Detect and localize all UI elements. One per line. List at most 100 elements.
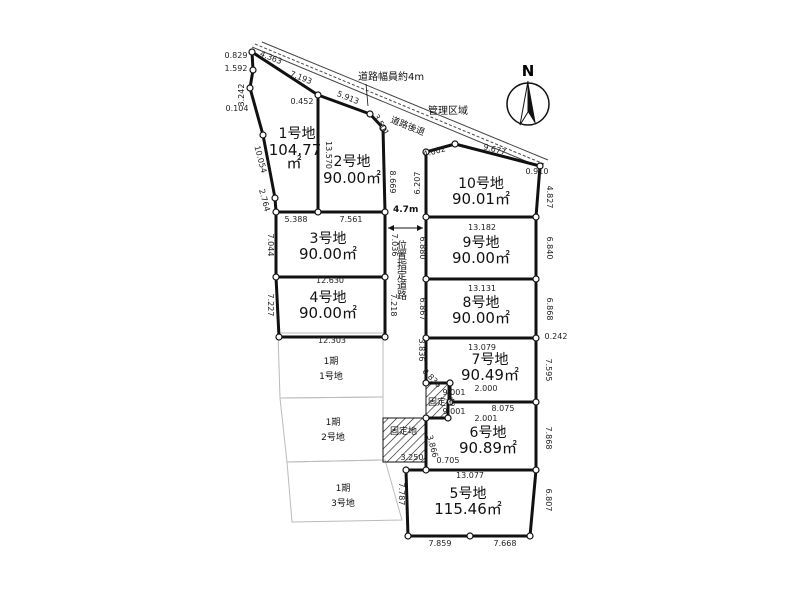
dim-3242: 3.242 <box>237 84 246 107</box>
dim-0452: 0.452 <box>291 97 314 106</box>
road-width-note: 道路幅員約4m <box>358 70 424 83</box>
dim-4002: 4.002 <box>422 144 446 159</box>
dim-3836: 3.836 <box>417 339 426 362</box>
lot-7-number: 7号地 <box>472 352 509 368</box>
management-area-label: 管理区域 <box>428 104 468 117</box>
phase1-lot-1-number: 1号地 <box>319 370 343 382</box>
phase1-lot-2-outline <box>279 396 384 463</box>
lot-2-number: 2号地 <box>334 154 371 170</box>
corner-marker <box>275 333 283 341</box>
corner-marker <box>402 466 410 474</box>
lot-6-number: 6号地 <box>470 425 507 441</box>
corner-marker <box>379 124 387 132</box>
dim-13131: 13.131 <box>468 284 496 293</box>
lot-1-area: 104.77 <box>269 141 322 159</box>
dim-7859: 7.859 <box>429 539 452 548</box>
corner-marker <box>381 273 389 281</box>
dim-7044: 7.044 <box>266 234 275 257</box>
corner-marker <box>422 379 430 387</box>
dim-7036: 7.036 <box>390 234 399 257</box>
private-road-width-arrow <box>388 225 423 231</box>
corner-marker <box>536 162 544 170</box>
phase1-lot-3-number: 3号地 <box>331 497 355 509</box>
dim-1592: 1.592 <box>225 64 248 73</box>
corner-marker <box>272 208 280 216</box>
dim-0705: 0.705 <box>437 456 460 465</box>
corner-marker <box>451 140 459 148</box>
dim-6868: 6.868 <box>545 298 554 321</box>
corner-marker <box>271 194 279 202</box>
dim-9001a: 9.001 <box>443 388 466 397</box>
dim-7668: 7.668 <box>494 539 517 548</box>
corner-marker <box>259 131 267 139</box>
lot-2-area: 90.00㎡ <box>323 169 381 187</box>
corner-marker <box>532 334 540 342</box>
dim-2764: 2.764 <box>257 188 272 212</box>
dim-4827: 4.827 <box>545 186 554 209</box>
dim-8669: 8.669 <box>388 171 397 194</box>
corner-marker <box>526 532 534 540</box>
dim-3250: 3.250 <box>401 453 424 462</box>
corner-marker <box>532 466 540 474</box>
lot-8-area: 90.00㎡ <box>452 309 510 327</box>
dim-12303: 12.303 <box>318 336 346 345</box>
north-compass: N <box>506 62 550 126</box>
corner-marker <box>381 333 389 341</box>
dim-13077: 13.077 <box>456 471 484 480</box>
road-band <box>251 41 549 168</box>
lot-1-unit: ㎡ <box>286 154 301 172</box>
dim-2000: 2.000 <box>475 384 498 393</box>
corner-marker <box>466 532 474 540</box>
dim-12630: 12.630 <box>316 276 344 285</box>
corner-marker <box>532 275 540 283</box>
lot-4-number: 4号地 <box>310 290 347 306</box>
corner-marker <box>446 398 454 406</box>
lot-3-number: 3号地 <box>310 231 347 247</box>
corner-marker <box>422 148 430 156</box>
corner-marker <box>314 91 322 99</box>
phase1-lot-2-phase: 1期 <box>326 417 341 428</box>
dim-7227: 7.227 <box>266 294 275 317</box>
dim-2001: 2.001 <box>475 414 498 423</box>
corner-marker <box>381 208 389 216</box>
dim-7868: 7.868 <box>544 427 553 450</box>
corner-marker <box>422 466 430 474</box>
dim-5388: 5.388 <box>285 215 308 224</box>
lot-7-area: 90.49㎡ <box>461 366 519 384</box>
dim-6207: 6.207 <box>413 172 422 195</box>
corner-marker <box>366 110 374 118</box>
dim-7218: 7.218 <box>389 294 398 317</box>
fixed-land-left-label: 固定地 <box>390 425 417 437</box>
dim-9001b: 9.001 <box>443 407 466 416</box>
lot-6-area: 90.89㎡ <box>459 439 517 457</box>
lot-9-number: 9号地 <box>463 235 500 251</box>
lot-8-number: 8号地 <box>463 295 500 311</box>
lot-5-number: 5号地 <box>450 486 487 502</box>
lot-4-area: 90.00㎡ <box>299 304 357 322</box>
dim-6867: 6.867 <box>418 298 427 321</box>
lot-10-area: 90.01㎡ <box>452 190 510 208</box>
phase1-lot-3-phase: 1期 <box>336 483 351 494</box>
dim-0829: 0.829 <box>225 51 248 60</box>
lot-10-outline <box>424 142 542 219</box>
corner-marker <box>532 398 540 406</box>
corner-marker <box>404 532 412 540</box>
dim-6807: 6.807 <box>544 489 553 512</box>
dim-6840: 6.840 <box>545 237 554 260</box>
lot-2-outline <box>316 93 387 214</box>
corner-marker <box>246 84 254 92</box>
compass-north-label: N <box>522 62 535 80</box>
dim-6880: 6.880 <box>418 237 427 260</box>
lot-5-area: 115.46㎡ <box>434 500 502 518</box>
dim-3501: 3.501 <box>372 113 391 137</box>
corner-marker <box>444 414 452 422</box>
phase1-lot-2-number: 2号地 <box>321 431 345 443</box>
dim-7561: 7.561 <box>340 215 363 224</box>
corner-marker <box>314 208 322 216</box>
lot-9-area: 90.00㎡ <box>452 249 510 267</box>
dim-0910: 0.910 <box>526 167 549 176</box>
dim-13570: 13.570 <box>324 141 333 169</box>
corner-marker <box>249 66 257 74</box>
private-road-label: 位置指定道路 <box>395 239 407 301</box>
